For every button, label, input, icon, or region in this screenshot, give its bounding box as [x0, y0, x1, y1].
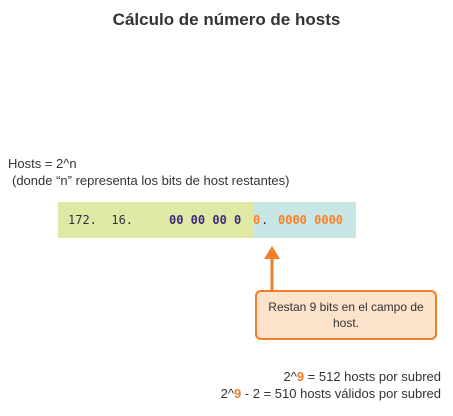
host-segment	[254, 202, 356, 238]
callout-text: Restan 9 bits en el campo de host.	[268, 300, 424, 330]
result-2-text: - 2 = 510 hosts válidos por subred	[241, 386, 441, 401]
network-octets: 172. 16.	[68, 213, 134, 227]
result-1-text: = 512 hosts por subred	[304, 369, 441, 384]
formula-note: (donde “n” representa los bits de host r…	[12, 173, 290, 188]
result-line-2: 2^9 - 2 = 510 hosts válidos por subred	[221, 385, 441, 402]
hosts-formula: Hosts = 2^n (donde “n” representa los bi…	[8, 155, 289, 189]
page-title: Cálculo de número de hosts	[112, 10, 341, 29]
result-1-exponent: 9	[296, 369, 305, 384]
result-1-base: 2^	[283, 369, 297, 384]
arrow-head	[264, 246, 280, 259]
result-2-exponent: 9	[233, 386, 242, 401]
arrow-up-icon	[264, 246, 280, 290]
result-line-1: 2^9 = 512 hosts por subred	[221, 368, 441, 385]
formula-line: Hosts = 2^n	[8, 156, 77, 171]
network-subnet-segment	[58, 202, 254, 238]
callout-box: Restan 9 bits en el campo de host.	[255, 290, 437, 340]
octet-dot: .	[261, 213, 269, 227]
ip-address-bar: 172. 16. 00 00 00 0 0 . 0000 0000	[58, 202, 356, 238]
results: 2^9 = 512 hosts por subred 2^9 - 2 = 510…	[221, 368, 441, 402]
host-bits: 0000 0000	[278, 213, 344, 227]
result-2-base: 2^	[220, 386, 234, 401]
subnet-bits: 00 00 00 0	[169, 213, 242, 227]
host-bit-in-third-octet: 0	[253, 213, 261, 227]
